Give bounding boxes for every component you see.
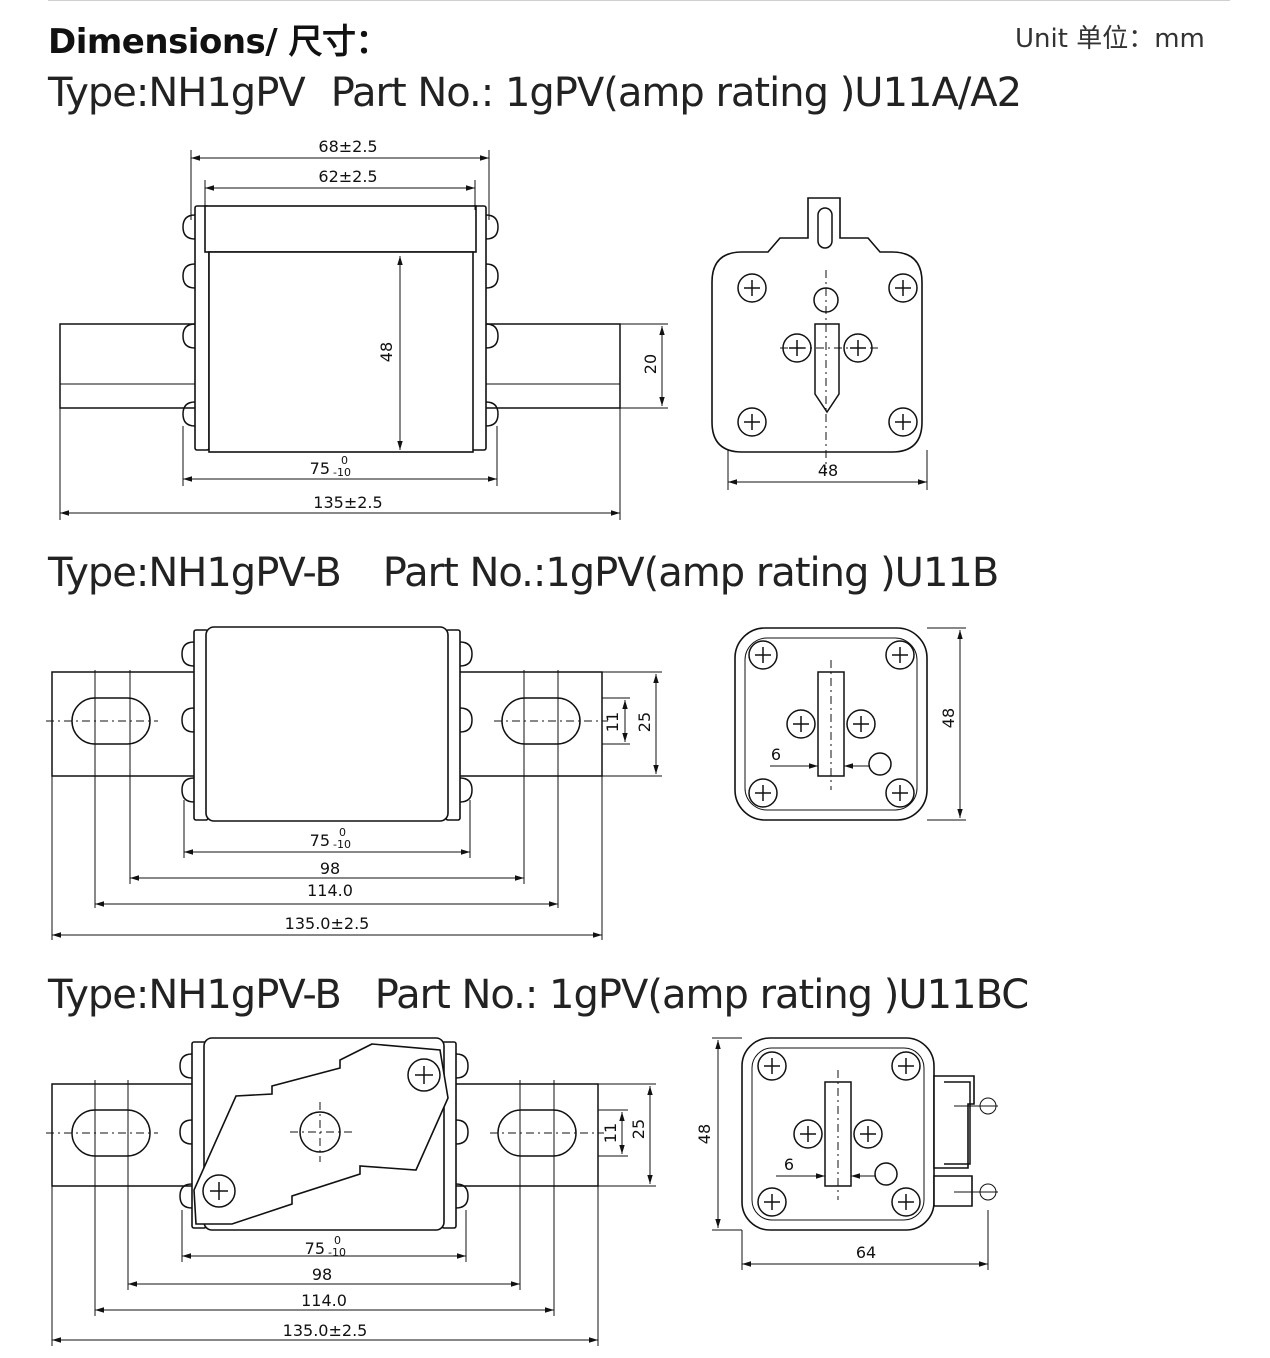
front-view-2: 11 25 75 0 -10 98 114.0 135.0±2.5 (46, 626, 662, 940)
dim-48: 48 (377, 342, 396, 362)
dim-98: 98 (320, 859, 340, 878)
section-3-part: Part No.: 1gPV(amp rating )U11BC (374, 972, 1029, 1018)
drawing-nh1gpv-bc: 11 25 75 0 -10 98 114.0 135.0±2.5 (46, 1037, 998, 1346)
dim-75-3-sub: -10 (328, 1246, 346, 1259)
section-1-part: Part No.: 1gPV(amp rating )U11A/A2 (330, 70, 1022, 116)
dim-135-3: 135.0±2.5 (283, 1321, 368, 1340)
fuse-body (208, 251, 474, 453)
dim-98-3: 98 (312, 1265, 332, 1284)
dim-75-sup: 0 (341, 454, 348, 467)
drawing-nh1gpv: 68±2.5 62±2.5 48 20 75 0 -10 135±2.5 (59, 137, 928, 520)
unit-label: Unit 单位：mm (1015, 24, 1205, 54)
dim-75-2: 75 (310, 831, 330, 850)
side-view-3: 6 48 64 (695, 1037, 998, 1270)
section-3-title: Type:NH1gPV-B Part No.: 1gPV(amp rating )… (48, 972, 1029, 1018)
section-2-title: Type:NH1gPV-B Part No.:1gPV(amp rating )U… (48, 550, 1000, 596)
drawing-nh1gpv-b: 11 25 75 0 -10 98 114.0 135.0±2.5 (46, 626, 966, 940)
section-2-type: Type:NH1gPV-B (48, 550, 342, 596)
dim-25: 25 (635, 712, 654, 732)
dim-68: 68±2.5 (318, 137, 377, 156)
dim-75-2-sup: 0 (339, 826, 346, 839)
side-dim-6-3: 6 (784, 1155, 794, 1174)
dim-135-2: 135.0±2.5 (285, 914, 370, 933)
front-view-1: 68±2.5 62±2.5 48 20 75 0 -10 135±2.5 (59, 137, 668, 520)
fuse-body-2 (205, 626, 449, 822)
dim-75-3-sup: 0 (334, 1234, 341, 1247)
dim-75-2-sub: -10 (333, 838, 351, 851)
page-title: Dimensions/ 尺寸： (48, 22, 390, 62)
side-dim-6: 6 (771, 745, 781, 764)
section-2-part: Part No.:1gPV(amp rating )U11B (382, 550, 1000, 596)
section-1-type: Type:NH1gPV (48, 70, 306, 116)
side-dim-48: 48 (818, 461, 838, 480)
dim-20: 20 (641, 354, 660, 374)
side-dim-64: 64 (856, 1243, 876, 1262)
dim-25-3: 25 (629, 1119, 648, 1139)
section-1-title: Type:NH1gPV Part No.: 1gPV(amp rating )U1… (48, 70, 1022, 116)
side-view-1: 48 (711, 197, 928, 490)
section-3-type: Type:NH1gPV-B (48, 972, 342, 1018)
dim-11: 11 (603, 712, 622, 732)
side-view-2: 6 48 (734, 627, 966, 821)
dim-75-sub: -10 (333, 466, 351, 479)
dim-75-3: 75 (305, 1239, 325, 1258)
side-dim-48-2: 48 (939, 708, 958, 728)
top-rule (48, 0, 1230, 1)
dim-135: 135±2.5 (313, 493, 382, 512)
dim-114: 114.0 (307, 881, 353, 900)
side-dim-48-3: 48 (695, 1124, 714, 1144)
dim-62: 62±2.5 (318, 167, 377, 186)
dim-75: 75 (310, 459, 330, 478)
front-view-3: 11 25 75 0 -10 98 114.0 135.0±2.5 (46, 1037, 656, 1346)
dim-114-3: 114.0 (301, 1291, 347, 1310)
dim-11-3: 11 (601, 1123, 620, 1143)
